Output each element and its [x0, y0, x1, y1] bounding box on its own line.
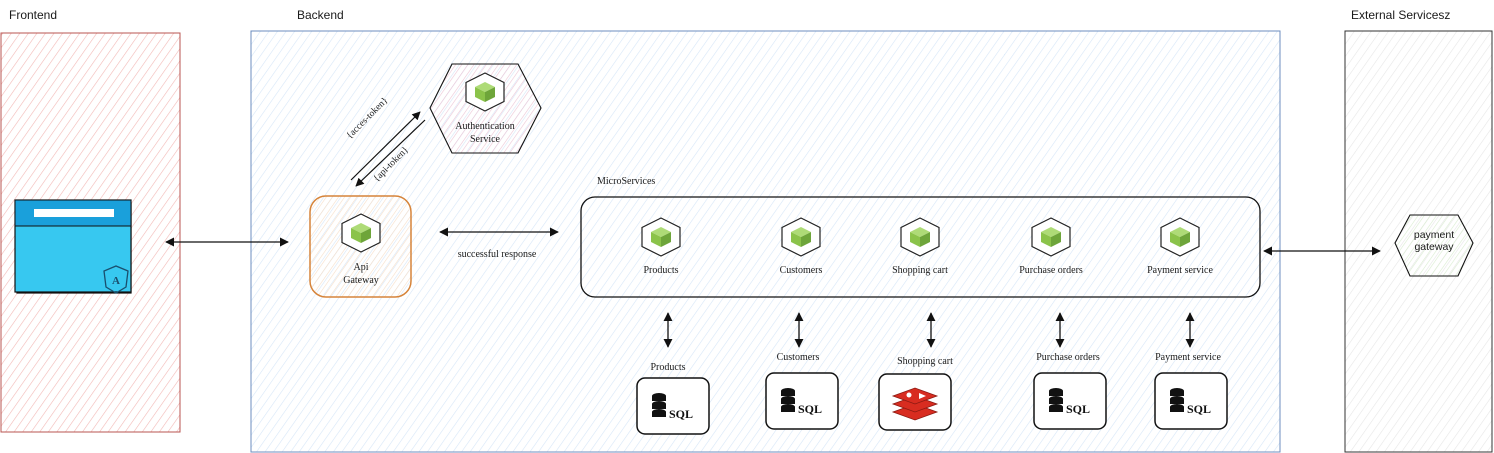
- service-icon-customers: [781, 217, 821, 257]
- service-label-purchase-orders: Purchase orders: [1019, 265, 1083, 276]
- successful-response-label: successful response: [457, 249, 537, 260]
- sql-badge: SQL: [798, 402, 822, 416]
- service-label-shopping-cart: Shopping cart: [892, 265, 948, 276]
- service-label-customers: Customers: [779, 265, 823, 276]
- service-icon-purchase-orders: [1031, 217, 1071, 257]
- sql-database-icon-purchase-orders: SQL: [1033, 372, 1107, 430]
- svg-text:A: A: [112, 275, 120, 287]
- payment-gateway-label: payment gateway: [1414, 229, 1454, 253]
- sql-database-icon-customers: SQL: [765, 372, 839, 430]
- microservices-title: MicroServices: [597, 176, 656, 187]
- api-gateway-line2: Gateway: [343, 275, 379, 286]
- backend-title: Backend: [297, 8, 344, 22]
- api-gateway-label: Api Gateway: [343, 261, 379, 287]
- service-icon-payment-service: [1160, 217, 1200, 257]
- token-request-arrow: [350, 111, 421, 181]
- db-label-shopping-cart: Shopping cart: [897, 356, 953, 367]
- sql-database-icon-products: SQL: [636, 377, 710, 435]
- payment-gateway-line2: gateway: [1414, 241, 1454, 253]
- frontend-title: Frontend: [9, 8, 58, 22]
- service-db-arrows: [663, 312, 1195, 348]
- sql-database-icon-payment-service: SQL: [1154, 372, 1228, 430]
- node-icons: [341, 72, 1200, 257]
- db-label-purchase-orders: Purchase orders: [1036, 352, 1100, 363]
- db-label-customers: Customers: [776, 352, 820, 363]
- sql-badge: SQL: [1066, 402, 1090, 416]
- token-response-arrow: [355, 119, 426, 187]
- api-gateway-line1: Api: [353, 262, 369, 273]
- service-icon-shopping-cart: [900, 217, 940, 257]
- auth-service-icon: [465, 72, 505, 112]
- auth-service-line1: Authentication: [455, 121, 515, 132]
- db-label-payment-service: Payment service: [1155, 352, 1221, 363]
- payment-gateway-node[interactable]: [1394, 214, 1474, 277]
- angular-app-icon: A: [14, 199, 132, 294]
- service-label-products: Products: [643, 265, 679, 276]
- api-gateway-icon: [341, 213, 381, 253]
- auth-service-line2: Service: [470, 134, 500, 145]
- redis-icon-shopping-cart: [878, 373, 952, 431]
- microservices-container: [580, 196, 1261, 298]
- sql-badge: SQL: [1187, 402, 1211, 416]
- db-label-products: Products: [650, 362, 686, 373]
- payment-gateway-line1: payment: [1413, 229, 1455, 241]
- service-label-payment-service: Payment service: [1147, 265, 1213, 276]
- auth-service-label: Authentication Service: [455, 120, 514, 146]
- database-icons: SQL SQL SQL SQL: [636, 372, 1228, 435]
- sql-badge: SQL: [669, 407, 693, 421]
- external-title: External Servicesz: [1351, 8, 1451, 22]
- service-icon-products: [641, 217, 681, 257]
